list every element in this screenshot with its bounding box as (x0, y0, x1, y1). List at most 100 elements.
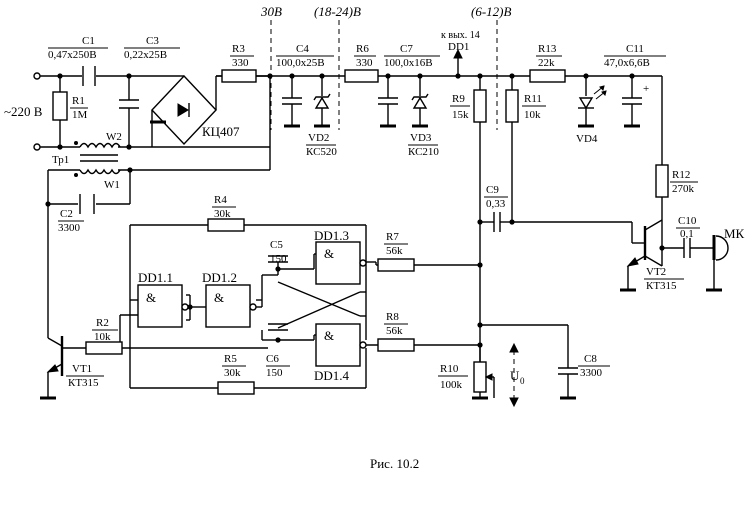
r11-body (505, 89, 519, 123)
r6-body (344, 69, 379, 83)
dd1-output-label: к вых. 14 (441, 30, 480, 41)
r5-value: 30k (224, 367, 241, 379)
r10-body (473, 361, 487, 393)
tr1-label: Тр1 (52, 154, 69, 166)
r8-body (377, 338, 415, 352)
resistor-bodies (52, 69, 669, 395)
vd2-value: КС520 (306, 146, 337, 158)
r1-name: R1 (72, 95, 85, 107)
c2-value: 3300 (58, 222, 81, 234)
c3-name: C3 (146, 35, 159, 47)
voltage-30: 30В (260, 4, 282, 19)
r11-name: R11 (524, 93, 542, 105)
r6-value: 330 (356, 57, 373, 69)
vd3-name: VD3 (410, 132, 432, 144)
mains-label: ~220 В (4, 104, 43, 119)
r9-body (473, 89, 487, 123)
c2-name: C2 (60, 208, 73, 220)
c1-name: C1 (82, 35, 95, 47)
c8-value: 3300 (580, 367, 603, 379)
r13-value: 22k (538, 57, 555, 69)
r8-value: 56k (386, 325, 403, 337)
r4-body (207, 218, 245, 232)
dd13-amp: & (324, 246, 334, 261)
r2-body (85, 341, 123, 355)
vd3-value: КС210 (408, 146, 439, 158)
u0-subscript: 0 (520, 376, 525, 386)
r9-value: 15k (452, 109, 469, 121)
r2-name: R2 (96, 317, 109, 329)
vt1-value: КТ315 (68, 377, 99, 389)
figure-caption: Рис. 10.2 (370, 456, 419, 471)
r10-value: 100k (440, 379, 463, 391)
dd1-label: DD1 (448, 41, 469, 53)
c11-plus: + (643, 83, 649, 95)
r1-value: 1M (72, 109, 88, 121)
mains-terminals (33, 72, 41, 151)
r1-body (52, 91, 68, 121)
r9-name: R9 (452, 93, 465, 105)
mic-label: МК (724, 226, 745, 241)
logic-gates (130, 241, 367, 367)
junction-dots (45, 73, 665, 351)
c6-name: C6 (266, 353, 279, 365)
r13-body (529, 69, 566, 83)
r12-body (655, 164, 669, 198)
vt2-name: VT2 (646, 266, 666, 278)
bridge-rectifier (150, 74, 217, 147)
w1-label: W1 (104, 179, 120, 191)
transformer (74, 141, 121, 177)
r5-name: R5 (224, 353, 237, 365)
c10-name: C10 (678, 215, 697, 227)
c4-value: 100,0x25В (276, 57, 325, 69)
r7-body (377, 258, 415, 272)
r13-name: R13 (538, 43, 557, 55)
r12-value: 270k (672, 183, 695, 195)
c5-name: C5 (270, 239, 283, 251)
r8-name: R8 (386, 311, 399, 323)
c11-name: C11 (626, 43, 644, 55)
gate-dd14 (315, 323, 361, 367)
voltage-6-12: (6-12)В (471, 4, 511, 19)
c10-value: 0,1 (680, 228, 694, 240)
r6-name: R6 (356, 43, 369, 55)
u0-indicator (509, 342, 519, 408)
vt2-value: КТ315 (646, 280, 677, 292)
voltage-18-24: (18-24)В (314, 4, 361, 19)
dd13-label: DD1.3 (314, 228, 349, 243)
grounds (40, 124, 722, 400)
r3-name: R3 (232, 43, 245, 55)
transistors (46, 226, 647, 376)
microphone (712, 235, 729, 261)
diodes (313, 85, 607, 110)
c7-name: C7 (400, 43, 413, 55)
u0-label: U (510, 368, 520, 383)
c3-value: 0,22x25В (124, 49, 167, 61)
r7-value: 56k (386, 245, 403, 257)
w2-label: W2 (106, 131, 122, 143)
c5-value: 150 (270, 253, 287, 265)
c6-value: 150 (266, 367, 283, 379)
r3-body (221, 69, 257, 83)
dd14-amp: & (324, 328, 334, 343)
labels: 30В (18-24)В (6-12)В к вых. 14 DD1 C1 0,… (4, 4, 745, 471)
bridge-label: КЦ407 (202, 124, 240, 139)
gate-dd12 (205, 284, 251, 328)
c9-name: C9 (486, 184, 499, 196)
wires (40, 62, 715, 398)
capacitor-plates (79, 66, 691, 375)
dd12-amp: & (214, 290, 224, 305)
vd4-label: VD4 (576, 133, 598, 145)
r4-value: 30k (214, 208, 231, 220)
r7-name: R7 (386, 231, 399, 243)
r5-body (217, 381, 255, 395)
c1-value: 0,47x250В (48, 49, 97, 61)
r12-name: R12 (672, 169, 690, 181)
c9-value: 0,33 (486, 198, 506, 210)
r2-value: 10k (94, 331, 111, 343)
c8-name: C8 (584, 353, 597, 365)
r4-name: R4 (214, 194, 227, 206)
dd11-label: DD1.1 (138, 270, 173, 285)
